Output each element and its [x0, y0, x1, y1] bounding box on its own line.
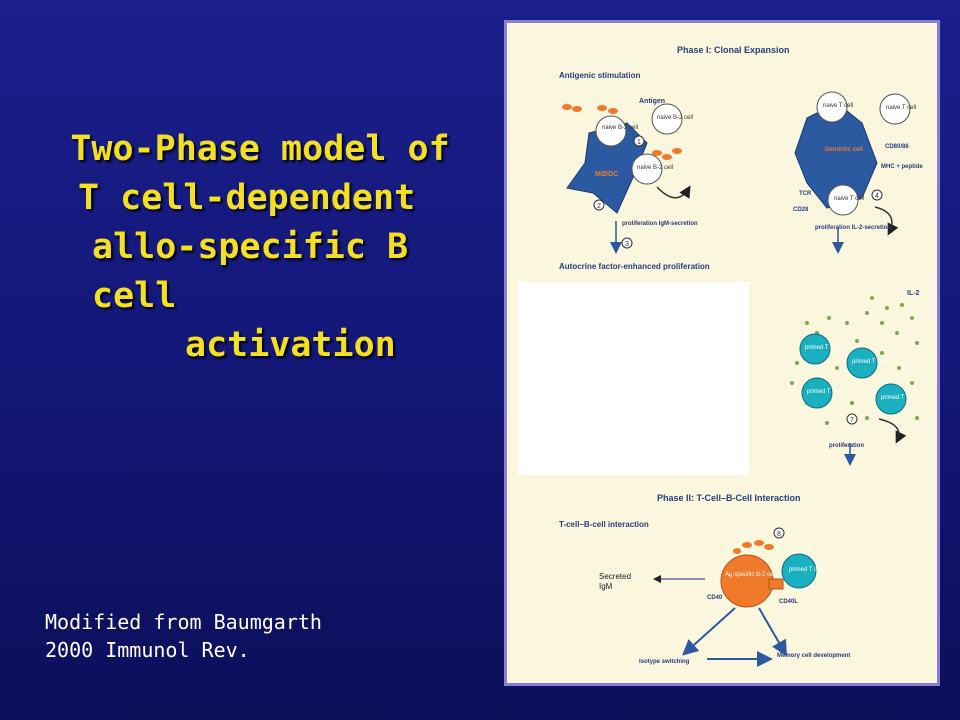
primed-t-cell-3-label: primed T cell [807, 389, 841, 395]
slide-title: Two-Phase model of T cell-dependent allo… [30, 125, 490, 370]
step-4-marker [871, 189, 883, 201]
primed-t-cell-3 [801, 377, 833, 409]
primed-t-cell-4-label: primed T cell [881, 395, 915, 401]
step-1-marker [633, 135, 645, 147]
macrophage-dc-cell [566, 122, 648, 214]
t-proliferation-curve-arrow [874, 206, 899, 236]
proliferation-igm-label: proliferation IgM-secretion [622, 221, 698, 227]
proliferation-label: proliferation [829, 443, 864, 449]
autocrine-label: Autocrine factor-enhanced proliferation [559, 262, 710, 271]
isotype-switch-arrow [682, 607, 736, 656]
naive-t-cell-3 [827, 184, 859, 216]
proliferation-curve-arrow [656, 185, 691, 199]
phase2-title: Phase II: T-Cell–B-Cell Interaction [657, 493, 801, 503]
cd40-label: CD40 [707, 595, 723, 601]
citation: Modified from Baumgarth 2000 Immunol Rev… [45, 608, 322, 664]
primed-t-cell-2-label: primed T cell [852, 359, 886, 365]
mo-dc-label: MØ/DC [595, 171, 618, 178]
ag-specific-b-cell [720, 554, 774, 608]
naive-b-cell-2-label: naive B-2 cell [657, 115, 693, 121]
naive-b-cell-2 [651, 103, 683, 135]
naive-b-cell-1 [595, 115, 627, 147]
primed-t-cell-1-label: primed T cell [805, 345, 839, 351]
diagram-canvas: Phase I: Clonal Expansion Antigenic stim… [559, 45, 923, 667]
cd40-cd40l-bridge [768, 578, 784, 590]
primed-t-cell-4 [875, 383, 907, 415]
title-line-1: Two-Phase model of [70, 129, 450, 169]
cd80-86-label: CD80/86 [885, 144, 909, 150]
step-8-marker [773, 527, 785, 539]
memory-cell-label: Memory cell development [777, 653, 850, 659]
ag-specific-b-cell-label: Ag-specific B-2 cell [725, 572, 776, 578]
citation-line-1: Modified from Baumgarth [45, 610, 322, 634]
step-1-number: 1 [637, 139, 641, 146]
step-4-number: 4 [875, 193, 879, 200]
title-line-3: allo-specific B cell [92, 227, 409, 316]
naive-t-cell-2 [879, 93, 911, 125]
phase1-title: Phase I: Clonal Expansion [677, 45, 790, 55]
antigen-particles-phase2 [733, 540, 774, 554]
primed-t-cell-phase2 [781, 553, 817, 589]
naive-b-cell-3 [631, 153, 663, 185]
step-7-number: 7 [850, 417, 854, 424]
b-cell-stimulation-panel: Antigen MØ/DC naive B-2 cell naive B-2 c… [562, 98, 698, 254]
primed-t-cell-phase2-label: primed T cell [789, 567, 823, 573]
title-line-4: activation [185, 325, 396, 365]
step-3-marker [621, 237, 633, 249]
naive-b-cell-3-label: naive B-2 cell [637, 165, 673, 171]
primed-curve-arrow [878, 418, 907, 444]
cd28-label: CD28 [793, 207, 809, 213]
memory-arrow [758, 607, 788, 657]
il2-label: IL-2 [907, 290, 920, 297]
isotype-switching-label: Isotype switching [639, 659, 690, 665]
step-2-marker [593, 199, 605, 211]
t-cell-stimulation-panel: Dendritic cell naive T cell naive T cell… [793, 91, 923, 254]
antigen-label: Antigen [639, 98, 665, 105]
naive-t-cell-3-label: naive T cell [834, 196, 864, 202]
mhc-peptide-label: MHC + peptide [881, 164, 923, 170]
naive-t-cell-1-label: naive T cell [823, 103, 853, 109]
tb-interaction-panel: Ag-specific B-2 cell primed T cell CD40 … [599, 527, 850, 667]
blank-cutout [518, 282, 749, 475]
diagram-figure: Phase I: Clonal Expansion Antigenic stim… [504, 20, 940, 686]
step-7-marker [846, 413, 858, 425]
tb-interaction-label: T-cell–B-cell interaction [559, 520, 649, 529]
citation-line-2: 2000 Immunol Rev. [45, 638, 250, 662]
step-2-number: 2 [597, 203, 601, 210]
dendritic-cell-label: Dendritic cell [825, 147, 863, 153]
step-3-number: 3 [625, 241, 629, 248]
proliferation-il2-label: proliferation IL-2-secretion [815, 225, 891, 231]
autocrine-proliferation-panel: IL-2 primed T cell primed T cell primed … [790, 290, 920, 466]
naive-t-cell-2-label: naive T cell [886, 105, 916, 111]
tcr-label: TCR [799, 191, 812, 197]
primed-t-cell-2 [846, 347, 878, 379]
antigenic-stimulation-label: Antigenic stimulation [559, 71, 640, 80]
title-line-2: T cell-dependent [78, 178, 416, 218]
naive-t-cell-1 [816, 91, 848, 123]
primed-t-cell-1 [799, 333, 831, 365]
step-8-number: 8 [777, 531, 781, 538]
naive-b-cell-1-label: naive B-2 cell [602, 125, 638, 131]
cd40l-label: CD40L [779, 599, 798, 605]
